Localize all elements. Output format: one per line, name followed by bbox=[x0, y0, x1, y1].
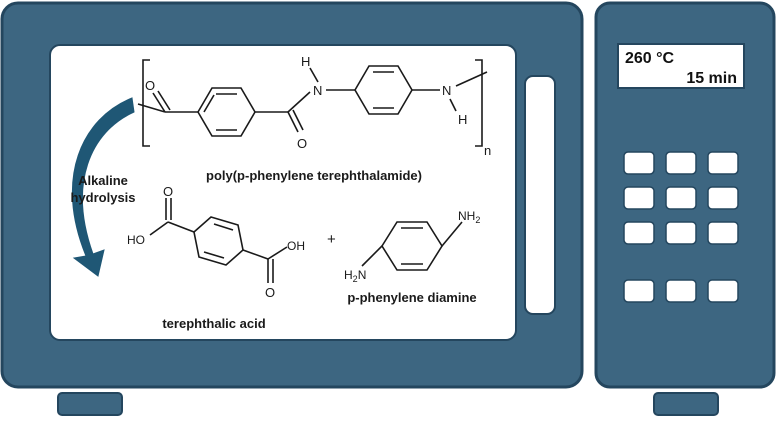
oven-window bbox=[49, 44, 517, 341]
keypad-button[interactable] bbox=[665, 151, 697, 175]
terephthalic-acid-structure bbox=[149, 198, 288, 283]
curved-arrow-icon bbox=[71, 97, 135, 277]
atom-OH: OH bbox=[287, 239, 305, 253]
process-label-line1: Alkaline bbox=[78, 173, 128, 188]
display-time: 15 min bbox=[686, 70, 737, 87]
keypad-button[interactable] bbox=[623, 279, 655, 303]
keypad-button[interactable] bbox=[623, 186, 655, 210]
polymer-bracket-right bbox=[475, 59, 483, 147]
product1-name: terephthalic acid bbox=[162, 316, 265, 331]
door-handle bbox=[524, 75, 556, 315]
keypad-button[interactable] bbox=[707, 221, 739, 245]
keypad-button[interactable] bbox=[707, 151, 739, 175]
keypad-button[interactable] bbox=[665, 186, 697, 210]
atom-NH2: NH2 bbox=[458, 209, 480, 225]
atom-O: O bbox=[297, 136, 307, 151]
process-label-line2: hydrolysis bbox=[70, 190, 135, 205]
atom-N: N bbox=[442, 83, 451, 98]
atom-O: O bbox=[163, 184, 173, 199]
keypad-button[interactable] bbox=[707, 186, 739, 210]
atom-H: H bbox=[301, 54, 310, 69]
oven-foot-right bbox=[653, 392, 719, 416]
polymer-name: poly(p-phenylene terephthalamide) bbox=[206, 168, 422, 183]
keypad-button[interactable] bbox=[707, 279, 739, 303]
keypad-button[interactable] bbox=[665, 279, 697, 303]
atom-N: N bbox=[313, 83, 322, 98]
keypad-button[interactable] bbox=[665, 221, 697, 245]
atom-H: H bbox=[458, 112, 467, 127]
polymer-atom-labels: O O H N N H n bbox=[145, 54, 491, 158]
polymer-bracket-left bbox=[142, 59, 150, 147]
polymer-structure bbox=[137, 59, 488, 147]
product2-name: p-phenylene diamine bbox=[347, 290, 476, 305]
terephthalic-acid-atom-labels: O HO OH O bbox=[127, 184, 305, 300]
p-phenylene-diamine-atom-labels: NH2 H2N bbox=[344, 209, 480, 284]
plus-sign: + bbox=[327, 231, 336, 248]
atom-O: O bbox=[265, 285, 275, 300]
keypad bbox=[623, 151, 739, 303]
keypad-button[interactable] bbox=[623, 151, 655, 175]
display-temperature: 260 °C bbox=[625, 50, 675, 67]
atom-H2N: H2N bbox=[344, 268, 366, 284]
keypad-button[interactable] bbox=[623, 221, 655, 245]
p-phenylene-diamine-structure bbox=[361, 221, 463, 271]
atom-HO: HO bbox=[127, 233, 145, 247]
oven-display bbox=[617, 43, 745, 89]
atom-O: O bbox=[145, 78, 155, 93]
oven-foot-left bbox=[57, 392, 123, 416]
polymer-repeat-subscript: n bbox=[484, 143, 491, 158]
